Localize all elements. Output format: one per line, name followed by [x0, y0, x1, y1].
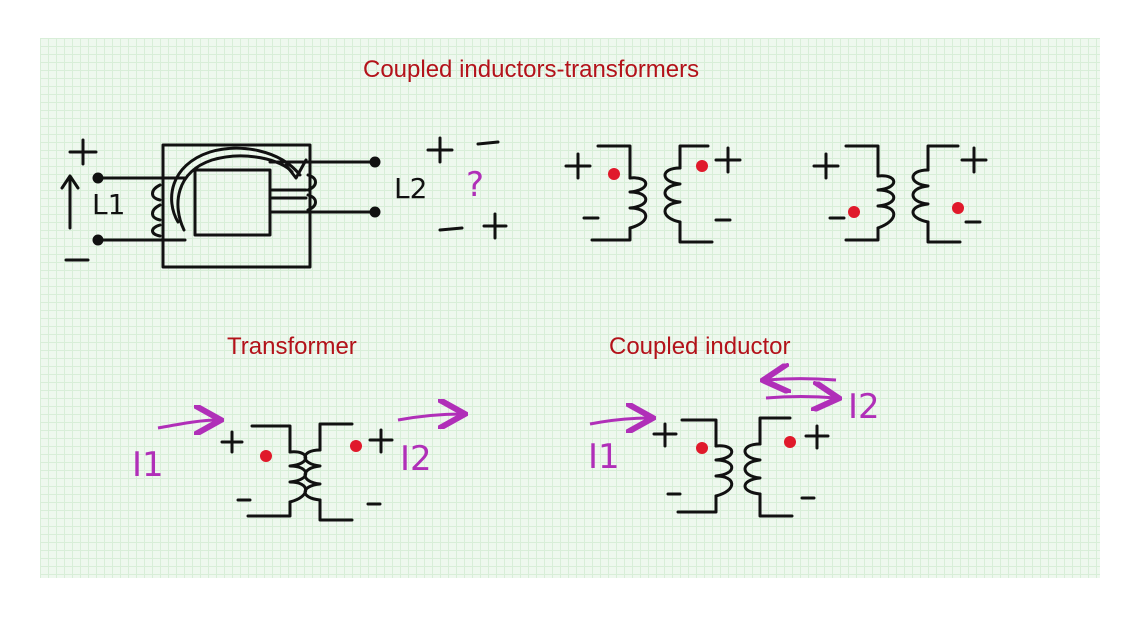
transformer-plus-right [368, 428, 394, 454]
I1-label-coupled: I1 [588, 437, 620, 477]
pair-a-plus-right [714, 146, 742, 174]
whiteboard [40, 38, 1100, 578]
I2-label-transformer: I2 [400, 439, 432, 479]
coupled-plus-right [804, 424, 830, 450]
question-mark: ? [466, 165, 484, 205]
coupled-inductor-title: Coupled inductor [609, 333, 791, 360]
L1-label: L1 [92, 188, 125, 221]
pair-b-plus-right [960, 146, 988, 174]
I2-arrow-coupled-left [766, 379, 837, 381]
pair-a-plus-left [564, 152, 592, 180]
main-title: Coupled inductors-transformers [363, 56, 700, 83]
I1-arrow-coupled [589, 418, 650, 424]
coupled-inductor-symbol [652, 416, 830, 518]
pair-a-dot-left [608, 168, 620, 180]
flux-arrow [284, 158, 308, 180]
transformer-symbol [220, 422, 394, 522]
pair-b-dot-right [952, 202, 964, 214]
L2-label: L2 [394, 172, 427, 205]
pair-a-dot-right [696, 160, 708, 172]
transformer-title: Transformer [227, 333, 357, 360]
voltage-arrow [60, 174, 80, 230]
pair-b-plus-left [812, 152, 840, 180]
secondary-minus-top [476, 140, 500, 146]
transformer-dot-right [350, 440, 362, 452]
I2-label-coupled: I2 [848, 387, 880, 427]
I1-label-transformer: I1 [132, 445, 164, 485]
core-window [193, 168, 272, 237]
coupled-dot-right [784, 436, 796, 448]
transformer-dot-left [260, 450, 272, 462]
transformer-core-sketch [60, 136, 508, 269]
primary-plus [68, 138, 98, 166]
flux-loop [170, 146, 302, 224]
I1-arrow-transformer [157, 420, 218, 428]
transformer-plus-left [220, 430, 244, 454]
secondary-minus-bottom [438, 226, 464, 232]
coupled-plus-left [652, 422, 678, 448]
I2-arrow-coupled-right [765, 397, 836, 399]
secondary-plus-bottom [482, 212, 508, 240]
coupled-pair-a [564, 144, 742, 244]
coupled-dot-left [696, 442, 708, 454]
core-outer [161, 143, 312, 269]
coupled-pair-b [812, 144, 988, 244]
I2-arrow-transformer [397, 414, 462, 420]
pair-b-dot-left [848, 206, 860, 218]
secondary-plus-top [426, 136, 454, 164]
